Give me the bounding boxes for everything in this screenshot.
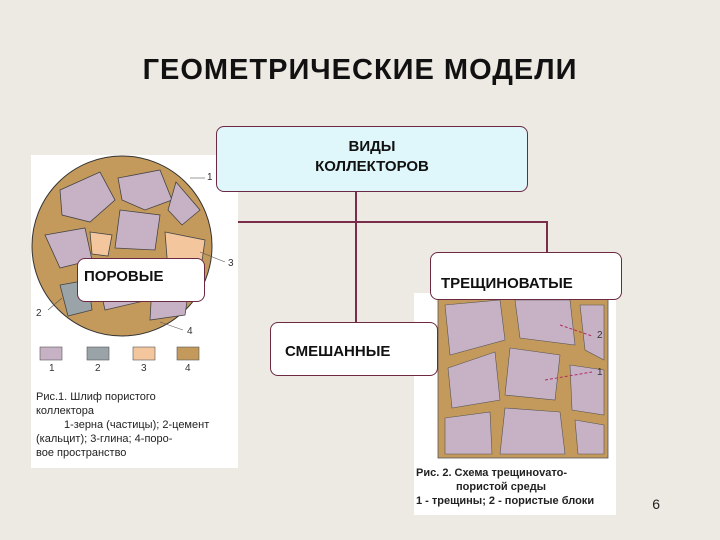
fig1-section-image — [31, 155, 226, 337]
legend-num-1: 1 — [49, 363, 55, 374]
connector-right — [546, 221, 548, 252]
legend-num-2: 2 — [95, 363, 101, 374]
legend-swatch-pore — [176, 346, 200, 361]
porous-box: ПОРОВЫЕ — [77, 258, 205, 302]
fig1-marker-2: 2 — [36, 308, 42, 319]
page-title: ГЕОМЕТРИЧЕСКИЕ МОДЕЛИ — [142, 54, 578, 86]
mixed-box: СМЕШАННЫЕ — [270, 322, 438, 376]
fractured-box: ТРЕЩИНОВАТЫЕ — [430, 252, 622, 300]
legend-num-4: 4 — [185, 363, 191, 374]
fig1-caption: Рис.1. Шлиф пористого коллектора 1-зерна… — [36, 391, 210, 459]
fig2-marker-2: 2 — [597, 330, 603, 341]
legend-swatch-clay — [132, 346, 156, 361]
fig2-scheme-image — [437, 297, 609, 459]
fig2-caption: Рис. 2. Схема трещинovато- пористой сред… — [416, 467, 595, 507]
fig1-marker-3: 3 — [228, 258, 234, 269]
connector-horizontal — [205, 221, 547, 223]
fig1-marker-1: 1 — [207, 172, 213, 183]
legend-num-3: 3 — [141, 363, 147, 374]
connector-vertical — [355, 192, 357, 322]
legend-swatch-grain — [39, 346, 63, 361]
page-number: 6 — [652, 496, 660, 512]
collector-types-box: ВИДЫ КОЛЛЕКТОРОВ — [216, 126, 528, 192]
fig2-marker-1: 1 — [597, 367, 603, 378]
legend-swatch-cement — [86, 346, 110, 361]
fig1-marker-4: 4 — [187, 326, 193, 337]
